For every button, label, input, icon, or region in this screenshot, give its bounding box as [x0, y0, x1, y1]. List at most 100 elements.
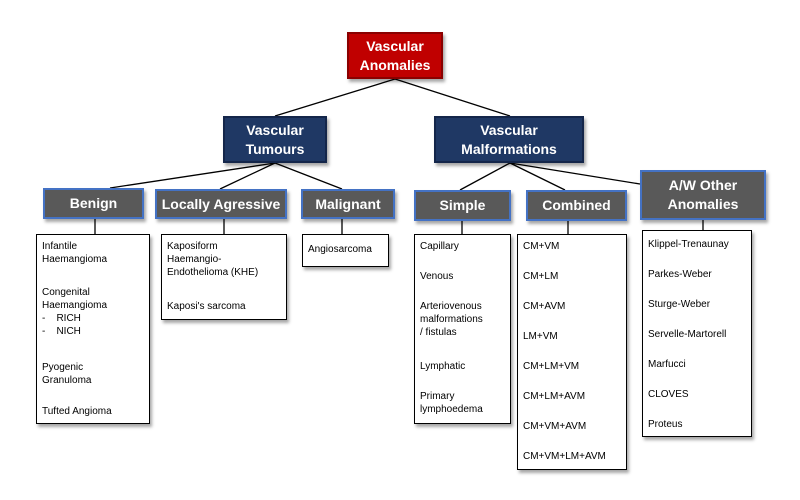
list-item: Servelle-Martorell [648, 328, 747, 341]
node-label-line: Vascular [366, 37, 424, 54]
connector-root-tumours [274, 78, 396, 117]
list-item: CM+LM [523, 270, 622, 283]
list-item: Kaposi's sarcoma [167, 300, 282, 313]
list-item-line: Pyogenic [42, 362, 84, 373]
node-label-line: Anomalies [667, 196, 739, 212]
node-label: Combined [542, 197, 611, 213]
list-item-line: Granuloma [42, 375, 92, 386]
simple-list: Capillary Venous Arteriovenous malformat… [414, 234, 511, 424]
list-item: Venous [420, 270, 506, 283]
list-item-line: Infantile [42, 241, 78, 252]
list-item: Infantile Haemangioma [42, 240, 145, 266]
locally-agressive-node: Locally Agressive [155, 189, 287, 219]
list-item-line: Endothelioma (KHE) [167, 267, 259, 278]
list-item-line: CM+VM+LM+AVM [523, 451, 606, 462]
list-item: Sturge-Weber [648, 298, 747, 311]
list-item-line: Kaposiform [167, 241, 218, 252]
vascular-anomalies-node: Vascular Anomalies [347, 32, 443, 79]
list-item-line: Haemangioma [42, 254, 108, 265]
list-item: Marfucci [648, 358, 747, 371]
connector-tumours-locally-agressive [219, 162, 276, 190]
list-item: Proteus [648, 418, 747, 431]
list-item-line: Haemangio- [167, 254, 222, 265]
list-item: Arteriovenous malformations / fistulas [420, 300, 506, 339]
list-item-line: / fistulas [420, 327, 457, 338]
list-item-line: - RICH [42, 313, 81, 324]
list-item-line: Primary [420, 391, 455, 402]
list-item: Parkes-Weber [648, 268, 747, 281]
list-item-line: lymphoedema [420, 404, 483, 415]
list-item: Capillary [420, 240, 506, 253]
benign-list: Infantile Haemangioma Congenital Haemang… [36, 234, 150, 424]
node-label: Malignant [315, 195, 381, 212]
list-item: CM+LM+AVM [523, 390, 622, 403]
other-anomalies-node: A/W Other Anomalies [640, 170, 766, 220]
node-label-line: Vascular [480, 121, 538, 138]
list-item: Lymphatic [420, 360, 506, 373]
list-item-line: CM+AVM [523, 301, 566, 312]
list-item-line: Tufted Angioma [42, 406, 112, 417]
list-item: CLOVES [648, 388, 747, 401]
list-item: CM+VM+AVM [523, 420, 622, 433]
list-item-line: CM+VM [523, 241, 560, 252]
malignant-list: Angiosarcoma [302, 234, 389, 267]
list-item-line: Parkes-Weber [648, 269, 712, 280]
vascular-malformations-node: Vascular Malformations [434, 116, 584, 163]
list-item-line: Lymphatic [420, 361, 466, 372]
list-item-line: Servelle-Martorell [648, 329, 727, 340]
list-item-line: Sturge-Weber [648, 299, 711, 310]
list-item: Kaposiform Haemangio- Endothelioma (KHE) [167, 240, 282, 279]
connector-malformations-combined [509, 162, 566, 191]
list-item: Tufted Angioma [42, 405, 145, 418]
node-label-line: Anomalies [359, 56, 431, 73]
list-item-line: Klippel-Trenaunay [648, 239, 729, 250]
node-label: Simple [439, 197, 486, 213]
list-item-line: Venous [420, 271, 454, 282]
malignant-node: Malignant [301, 189, 395, 219]
combined-node: Combined [526, 190, 627, 221]
list-item: Congenital Haemangioma - RICH - NICH [42, 286, 145, 338]
list-item: Primary lymphoedema [420, 390, 506, 416]
list-item-line: malformations [420, 314, 483, 325]
list-item-line: Kaposi's sarcoma [167, 301, 246, 312]
list-item: CM+LM+VM [523, 360, 622, 373]
list-item-line: CM+VM+AVM [523, 421, 587, 432]
connector-tumours-malignant [274, 162, 343, 190]
node-label: Benign [69, 195, 118, 211]
list-item-line: CLOVES [648, 389, 689, 400]
node-label-line: Vascular [246, 121, 304, 138]
list-item: Pyogenic Granuloma [42, 361, 145, 387]
combined-list: CM+VM CM+LM CM+AVM LM+VM CM+LM+VM CM+LM+… [517, 234, 627, 470]
list-item-line: CM+LM+AVM [523, 391, 586, 402]
list-item: Klippel-Trenaunay [648, 238, 747, 251]
list-item-line: Marfucci [648, 359, 686, 370]
node-label-line: Malformations [461, 140, 557, 157]
list-item-line: Congenital [42, 287, 90, 298]
benign-node: Benign [43, 188, 144, 219]
list-item-line: CM+LM [523, 271, 559, 282]
node-label-line: A/W Other [668, 177, 738, 193]
list-item: CM+VM [523, 240, 622, 253]
connector-malformations-other [509, 162, 641, 185]
list-item-line: LM+VM [523, 331, 558, 342]
list-item-line: Proteus [648, 419, 683, 430]
list-item: LM+VM [523, 330, 622, 343]
list-item: CM+AVM [523, 300, 622, 313]
list-item: Angiosarcoma [308, 243, 384, 256]
node-label: Locally Agressive [161, 195, 281, 212]
list-item: CM+VM+LM+AVM [523, 450, 622, 463]
other-anomalies-list: Klippel-Trenaunay Parkes-Weber Sturge-We… [642, 230, 752, 437]
list-item-line: Angiosarcoma [308, 244, 372, 255]
list-item-line: Capillary [420, 241, 459, 252]
connector-root-malformations [394, 78, 511, 117]
vascular-tumours-node: Vascular Tumours [223, 116, 327, 163]
list-item-line: Arteriovenous [420, 301, 482, 312]
simple-node: Simple [414, 190, 511, 221]
list-item-line: - NICH [42, 326, 81, 337]
connector-malformations-simple [459, 162, 511, 191]
connector-tumours-benign [109, 162, 276, 189]
locally-agressive-list: Kaposiform Haemangio- Endothelioma (KHE)… [161, 234, 287, 320]
list-item-line: Haemangioma [42, 300, 108, 311]
list-item-line: CM+LM+VM [523, 361, 580, 372]
